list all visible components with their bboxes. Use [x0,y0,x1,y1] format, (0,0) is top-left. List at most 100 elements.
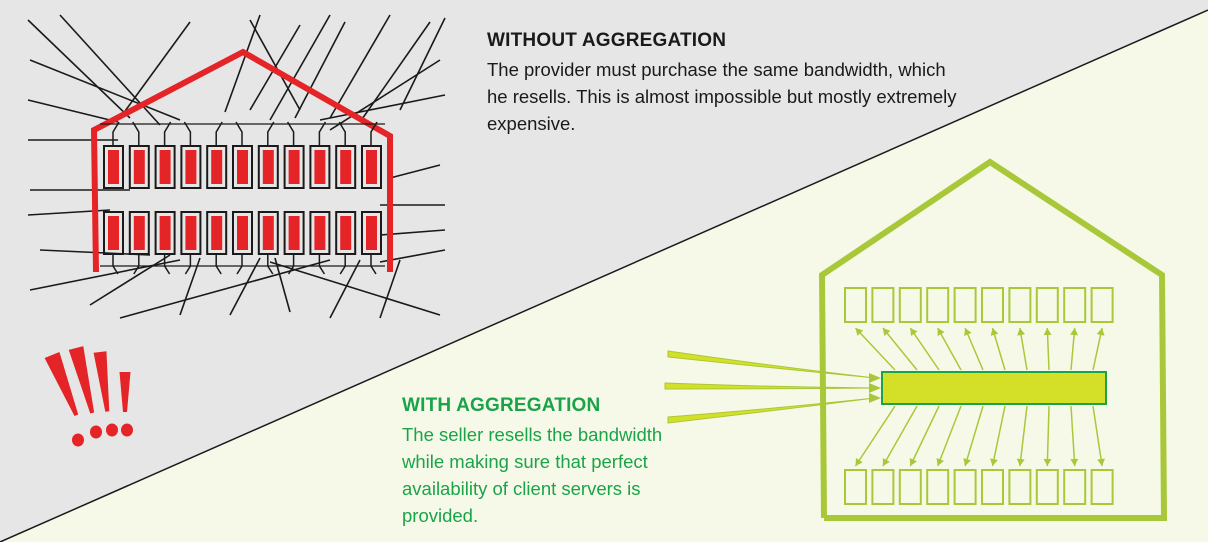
distribution-arrowhead [990,328,999,336]
client-server-box [871,287,895,323]
tangled-connection-line [27,99,119,123]
tangled-connection-line [329,14,391,119]
distribution-arrowhead [910,328,918,337]
distribution-arrowhead [1043,458,1052,466]
server-cable [318,121,327,146]
tangled-connection-line [329,59,441,131]
client-server-box [981,469,1004,505]
tangled-connection-line [274,257,291,313]
server-red-block [211,216,223,250]
client-server-box [1090,469,1114,505]
exclamation-bar [119,372,131,412]
distribution-line [991,405,1006,467]
distribution-arrowhead [855,328,864,336]
tangled-connection-line [269,261,441,316]
distribution-line [1019,405,1028,467]
with-aggregation-title: WITH AGGREGATION [402,395,601,416]
distribution-arrowhead [1070,458,1079,466]
server-red-block [237,216,248,250]
tangled-connection-line [179,257,201,316]
distribution-arrowhead [937,328,945,337]
server-red-block [262,150,274,184]
server-red-block [340,150,352,184]
exclamation-dot [106,423,118,437]
distribution-line [909,327,940,371]
tangled-connection-line [224,14,261,113]
server-cable [112,121,120,146]
distribution-line [1046,405,1050,467]
server-cable [132,121,140,146]
distribution-arrowhead [1016,458,1025,466]
distribution-line [854,405,896,467]
with-aggregation-diagram [664,158,1168,521]
red-house-outline [90,48,393,273]
exclamation-mark [119,372,131,412]
server-red-block [314,216,326,250]
tangled-connection-line [119,21,191,119]
without-aggregation-title: WITHOUT AGGREGATION [487,30,727,51]
exclamation-mark [93,351,110,412]
exclamation-bar [44,352,79,417]
distribution-line [964,327,984,371]
client-server-box [898,287,922,323]
arrow-head [869,383,881,393]
server-red-block [108,150,119,184]
distribution-line [1092,327,1103,371]
server-red-block [340,216,352,250]
server-cable [163,121,172,146]
client-server-box [1063,287,1087,323]
server-red-block [366,150,377,184]
tangled-connection-line [29,59,181,121]
client-server-box [1035,287,1059,323]
client-server-box [1063,469,1087,505]
green-house-outline [818,158,1168,521]
exclamation-dot [121,423,133,437]
distribution-line [1019,327,1028,371]
server-cable [286,121,295,146]
tangled-connection-line [27,19,131,119]
server-red-block [288,150,300,184]
exclamation-bar [93,351,110,412]
server-red-block [159,150,171,184]
server-cable [338,121,346,146]
distribution-arrowhead [1043,328,1052,336]
distribution-arrowhead [1070,328,1079,336]
server-cable [267,121,275,146]
exclamation-dot [72,433,84,447]
client-server-box [1090,287,1114,323]
server-red-block [185,150,197,184]
exclamation-mark [68,346,95,414]
tangled-connection-line [229,257,261,316]
client-server-box [1008,469,1032,505]
tangled-connection-line [379,259,401,319]
server-red-block [185,216,197,250]
distribution-line [964,405,984,467]
distribution-arrowhead [909,457,917,466]
arrow-head [869,393,881,403]
client-server-box [844,469,867,505]
server-cable [183,121,192,146]
server-red-block [288,216,300,250]
incoming-bandwidth-arrow [667,350,876,379]
distribution-line [1092,405,1103,467]
distribution-line [1046,327,1050,371]
client-server-box [1035,469,1059,505]
arrow-head [869,373,881,383]
tangled-connection-line [269,14,331,121]
server-red-block [366,216,377,250]
distribution-line [991,327,1006,371]
server-red-block [262,216,274,250]
server-red-block [211,150,223,184]
server-red-block [314,150,326,184]
client-server-box [844,287,867,323]
diagonal-divider [0,9,1208,542]
aggregator-bar [881,371,1107,405]
distribution-arrowhead [936,458,944,466]
distribution-line [854,327,896,371]
distribution-line [937,327,962,371]
client-server-box [953,287,977,323]
distribution-line [909,405,940,467]
distribution-arrowhead [1017,328,1026,336]
client-server-box [898,469,922,505]
